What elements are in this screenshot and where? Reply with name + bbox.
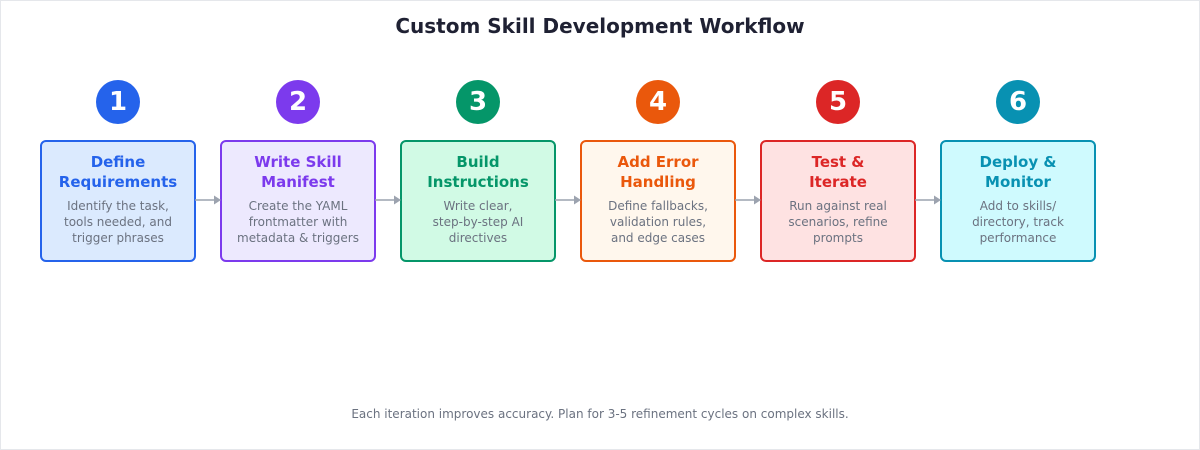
arrow-right-icon — [735, 195, 761, 205]
footer-note: Each iteration improves accuracy. Plan f… — [351, 407, 849, 421]
arrow-right-icon — [555, 195, 581, 205]
step-description: Run against real scenarios, refine promp… — [788, 199, 888, 245]
step-title: Deploy & Monitor — [979, 153, 1057, 191]
arrow-right-icon — [375, 195, 401, 205]
step-4: 4 Add Error Handling Define fallbacks, v… — [580, 80, 736, 262]
step-3: 3 Build Instructions Write clear, step-b… — [400, 80, 556, 262]
step-card: Deploy & Monitor Add to skills/ director… — [940, 140, 1096, 262]
step-number-badge: 1 — [96, 80, 140, 124]
step-title: Write Skill Manifest — [254, 153, 342, 191]
step-title: Define Requirements — [58, 153, 178, 191]
step-6: 6 Deploy & Monitor Add to skills/ direct… — [940, 80, 1096, 262]
step-card: Write Skill Manifest Create the YAML fro… — [220, 140, 376, 262]
diagram-title: Custom Skill Development Workflow — [395, 14, 805, 38]
step-description: Identify the task, tools needed, and tri… — [64, 199, 172, 245]
step-title: Test & Iterate — [809, 153, 867, 191]
step-title: Build Instructions — [427, 153, 529, 191]
step-number-badge: 2 — [276, 80, 320, 124]
step-title: Add Error Handling — [617, 153, 699, 191]
step-number-badge: 6 — [996, 80, 1040, 124]
step-number-badge: 5 — [816, 80, 860, 124]
step-description: Write clear, step-by-step AI directives — [432, 199, 524, 245]
arrow-right-icon — [915, 195, 941, 205]
step-description: Define fallbacks, validation rules, and … — [608, 199, 708, 245]
step-5: 5 Test & Iterate Run against real scenar… — [760, 80, 916, 262]
step-number-badge: 4 — [636, 80, 680, 124]
step-1: 1 Define Requirements Identify the task,… — [40, 80, 196, 262]
arrow-right-icon — [195, 195, 221, 205]
step-2: 2 Write Skill Manifest Create the YAML f… — [220, 80, 376, 262]
step-number-badge: 3 — [456, 80, 500, 124]
step-card: Build Instructions Write clear, step-by-… — [400, 140, 556, 262]
step-card: Add Error Handling Define fallbacks, val… — [580, 140, 736, 262]
step-card: Test & Iterate Run against real scenario… — [760, 140, 916, 262]
step-description: Create the YAML frontmatter with metadat… — [237, 199, 359, 245]
step-description: Add to skills/ directory, track performa… — [972, 199, 1064, 245]
step-card: Define Requirements Identify the task, t… — [40, 140, 196, 262]
